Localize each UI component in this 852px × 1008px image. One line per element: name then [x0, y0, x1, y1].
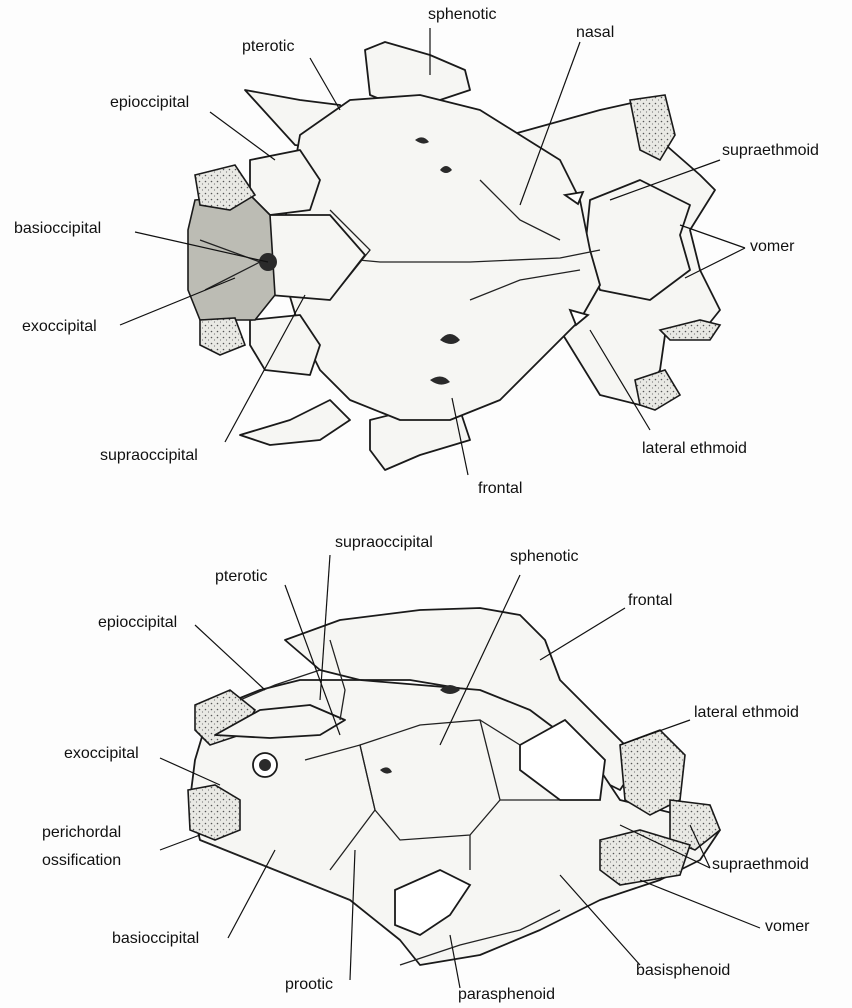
label-bottom-sphenotic: sphenotic	[510, 548, 579, 566]
label-top-pterotic: pterotic	[242, 38, 294, 56]
label-bottom-lateral-ethmoid: lateral ethmoid	[694, 704, 799, 722]
label-bottom-supraethmoid: supraethmoid	[712, 856, 809, 874]
label-bottom-frontal: frontal	[628, 592, 672, 610]
label-bottom-basisphenoid: basisphenoid	[636, 962, 730, 980]
label-bottom-exoccipital: exoccipital	[64, 745, 139, 763]
label-top-sphenotic: sphenotic	[428, 6, 497, 24]
label-top-basioccipital: basioccipital	[14, 220, 101, 238]
label-bottom-perichordal-line1: perichordal	[42, 824, 121, 842]
label-top-lateral-ethmoid: lateral ethmoid	[642, 440, 747, 458]
label-bottom-parasphenoid: parasphenoid	[458, 986, 555, 1004]
label-top-supraoccipital: supraoccipital	[100, 447, 198, 465]
label-bottom-prootic: prootic	[285, 976, 333, 994]
label-top-vomer: vomer	[750, 238, 794, 256]
label-top-exoccipital: exoccipital	[22, 318, 97, 336]
label-bottom-basioccipital: basioccipital	[112, 930, 199, 948]
label-bottom-pterotic: pterotic	[215, 568, 267, 586]
label-top-supraethmoid: supraethmoid	[722, 142, 819, 160]
label-top-nasal: nasal	[576, 24, 614, 42]
label-bottom-epioccipital: epioccipital	[98, 614, 177, 632]
label-bottom-vomer: vomer	[765, 918, 809, 936]
label-top-epioccipital: epioccipital	[110, 94, 189, 112]
label-top-frontal: frontal	[478, 480, 522, 498]
label-bottom-perichordal-line2: ossification	[42, 852, 121, 870]
lateral-skull	[188, 608, 720, 965]
label-bottom-supraoccipital: supraoccipital	[335, 534, 433, 552]
